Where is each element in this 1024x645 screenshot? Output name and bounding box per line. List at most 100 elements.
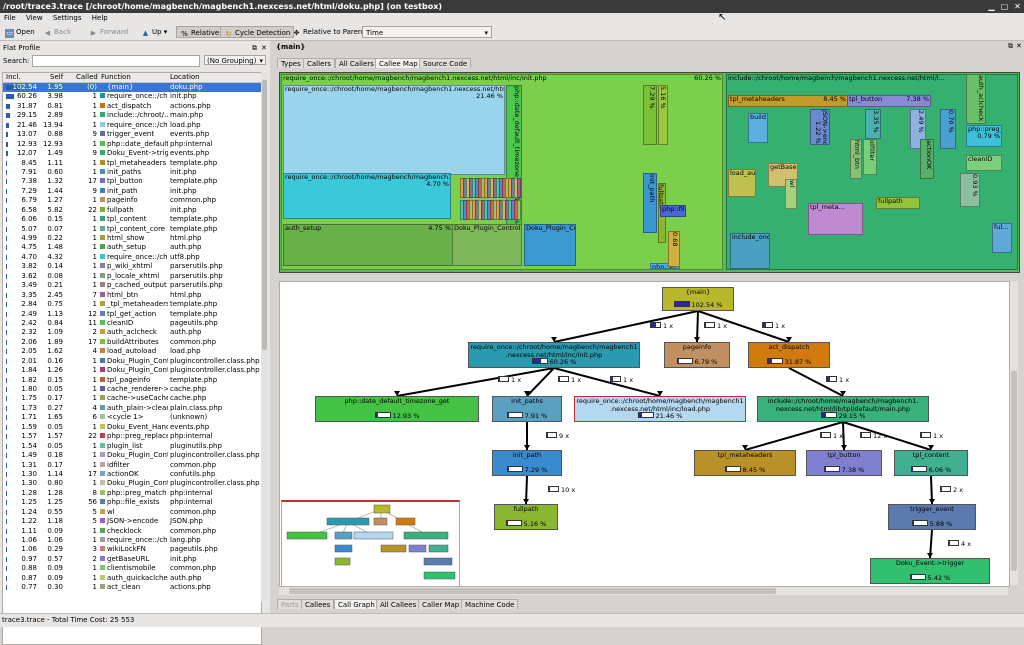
column-called[interactable]: Called	[76, 73, 98, 81]
graph-node[interactable]: require_once::/chroot/home/magbench/magb…	[468, 342, 640, 368]
treemap-small-block[interactable]	[517, 200, 521, 220]
callee-treemap[interactable]: require_once::/chroot/home/magbench/magb…	[279, 72, 1020, 273]
grouping-select[interactable]: (No Grouping)▾	[204, 55, 266, 65]
treemap-block[interactable]: tpl_meta...	[808, 203, 863, 235]
treemap-block[interactable]: actionOK	[920, 139, 934, 179]
pane-close-icon[interactable]: ✕	[261, 44, 267, 52]
treemap-block[interactable]: load_autoload	[728, 169, 756, 197]
treemap-small-block[interactable]	[517, 178, 521, 198]
treemap-block[interactable]: Doku_Plugin_Controller->...	[524, 224, 576, 266]
treemap-block[interactable]: build Attributes	[748, 113, 768, 143]
tab-callee-map[interactable]: Callee Map	[375, 58, 422, 68]
relative-toggle[interactable]: %Relative	[176, 26, 224, 38]
table-row[interactable]: 60.263.981require_once::/chroot/...init.…	[3, 92, 261, 101]
menu-file[interactable]: File	[4, 14, 16, 22]
table-row[interactable]: 1.590.051Doku_Event_Handler->...events.p…	[3, 423, 261, 432]
tab-callers[interactable]: Callers	[303, 58, 335, 68]
back-button[interactable]: ◀Back	[44, 28, 71, 37]
treemap-block[interactable]: include_once::/chroot/home/magbench/...	[730, 233, 770, 269]
treemap-block[interactable]: 5.16 %	[658, 85, 668, 145]
tab-all-callers[interactable]: All Callers	[335, 58, 378, 68]
tab-machine-code[interactable]: Machine Code	[461, 599, 519, 609]
treemap-block[interactable]: auth_setup 4.75 %	[283, 224, 453, 266]
treemap-block[interactable]: fullpath	[876, 197, 920, 209]
relative-to-parent-toggle[interactable]: ✥Relative to Parent	[293, 28, 366, 37]
panel-float-icon[interactable]: ⧉	[1008, 42, 1013, 50]
graph-vscrollbar[interactable]	[1010, 281, 1018, 585]
treemap-block[interactable]: tpl_button 7.38 %	[847, 95, 931, 107]
table-row[interactable]: 1.300.801Doku_Plugin_Controller->...plug…	[3, 479, 261, 488]
treemap-block[interactable]: 0.70 %	[940, 109, 956, 149]
pane-float-icon[interactable]: ⧉	[252, 44, 257, 52]
treemap-block[interactable]: php::preg_match 0.79 %	[966, 125, 1002, 147]
minimize-icon[interactable]: ▁	[988, 2, 995, 11]
scrollbar-thumb[interactable]	[289, 588, 776, 594]
graph-hscrollbar[interactable]	[279, 587, 1008, 595]
treemap-block[interactable]: require_once::/chroot/home/magbench/magb…	[283, 85, 505, 175]
menu-view[interactable]: View	[25, 14, 43, 22]
menu-settings[interactable]: Settings	[52, 14, 82, 22]
tab-caller-map[interactable]: Caller Map	[418, 599, 464, 609]
graph-overview[interactable]	[281, 500, 460, 586]
table-row[interactable]: 2.010.161Doku_Plugin_Controller->...plug…	[3, 357, 261, 366]
maximize-icon[interactable]: ▢	[1000, 2, 1009, 11]
column-self[interactable]: Self	[50, 73, 64, 81]
search-input[interactable]	[32, 55, 200, 67]
tab-parts[interactable]: Parts	[277, 599, 303, 609]
treemap-block[interactable]: 7.29 %	[643, 85, 657, 145]
table-row[interactable]: 1.061.061require_once::/chroot/...lang.p…	[3, 536, 261, 545]
table-row[interactable]: 12.9312.931php::date_default_timezone_ge…	[3, 140, 261, 149]
table-row[interactable]: 1.730.274auth_plain->cleanUserplain.clas…	[3, 404, 261, 413]
column-function[interactable]: Function	[101, 73, 131, 81]
treemap-block[interactable]: 3.35 %	[865, 109, 881, 139]
treemap-block[interactable]: 0.68	[668, 231, 680, 267]
column-location[interactable]: Location	[170, 73, 200, 81]
up-button[interactable]: ▲Up ▾	[142, 28, 168, 37]
treemap-block[interactable]: require_once::/chroot/home/magbench/magb…	[283, 173, 451, 219]
tab-callees[interactable]: Callees	[301, 599, 335, 609]
call-graph-view[interactable]: {main}102.54 %require_once::/chroot/home…	[279, 281, 1010, 587]
tab-all-callees[interactable]: All Callees	[376, 599, 421, 609]
forward-button[interactable]: ▶Forward	[90, 28, 129, 37]
treemap-block[interactable]: php::fil...	[660, 205, 686, 217]
treemap-block[interactable]: auth_aclcheck	[966, 74, 986, 124]
event-type-select[interactable]: Time▾	[362, 26, 492, 38]
cycle-detection-toggle[interactable]: ↻Cycle Detection	[220, 26, 295, 38]
graph-node[interactable]: require_once::/chroot/home/magbench/magb…	[574, 396, 746, 422]
